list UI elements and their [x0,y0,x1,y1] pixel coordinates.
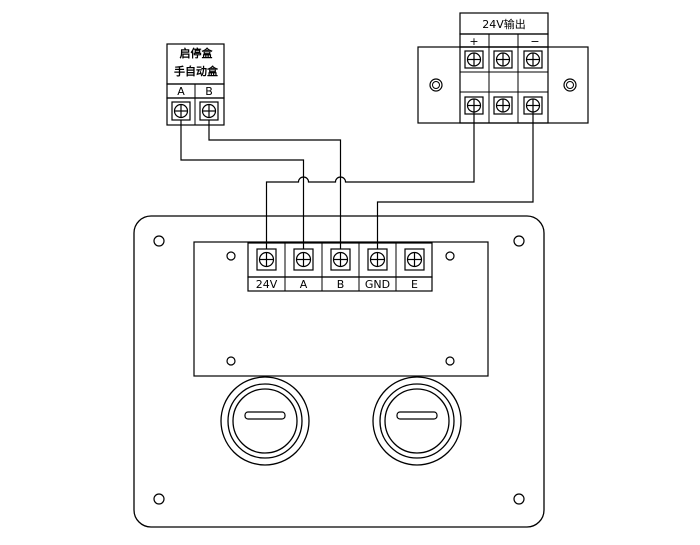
control-box-title-line1: 启停盒 [180,46,214,60]
terminal-label-b: B [337,278,345,291]
terminal-label-a: A [300,278,308,291]
terminal-gnd-screw-icon [367,248,388,271]
terminal-b-screw-icon [330,248,351,271]
panel-mount-hole-top-left-icon [153,235,165,247]
terminal-a-screw-icon [293,248,314,271]
power-supply-upper-screw-1-icon [464,50,484,69]
power-supply-lower-screw-middle-icon [493,96,513,115]
right-rotary-knob [372,376,462,466]
terminal-label-gnd: GND [365,278,390,291]
terminal-e-screw-icon [404,248,425,271]
control-box-terminal-label-a: A [177,85,185,98]
board-screw-top-left-icon [226,251,236,261]
control-box-terminal-b-screw-icon [199,101,219,121]
wire-24v [265,112,475,249]
control-box: 启停盒 手自动盒 A B [166,43,225,126]
left-rotary-knob [220,376,310,466]
control-box-terminal-a-screw-icon [171,101,191,121]
main-terminal-block: 24V A B GND E [247,242,433,292]
wire-a [180,120,305,249]
wires [180,112,534,249]
panel-mount-hole-bottom-right-icon [513,493,525,505]
panel-mount-hole-top-right-icon [513,235,525,247]
panel-mount-hole-bottom-left-icon [153,493,165,505]
power-supply-lower-screw-plus-icon [464,96,484,115]
wire-gnd [376,112,534,249]
board-screw-bottom-left-icon [226,356,236,366]
terminal-24v-screw-icon [256,248,277,271]
board-screw-bottom-right-icon [445,356,455,366]
control-box-terminal-label-b: B [205,85,213,98]
control-box-title-line2: 手自动盒 [174,64,219,78]
board-screw-top-right-icon [445,251,455,261]
wire-b [208,120,342,249]
power-supply: 24V输出 + − [417,12,589,124]
device-panel: 24V A B GND E [133,215,545,528]
power-supply-upper-screw-2-icon [493,50,513,69]
terminal-label-e: E [411,278,418,291]
power-supply-upper-screw-3-icon [523,50,543,69]
power-supply-left-mount-hole-icon [429,78,443,92]
power-supply-title: 24V输出 [482,17,526,31]
power-supply-plus-label: + [469,35,478,48]
power-supply-lower-screw-minus-icon [523,96,543,115]
terminal-label-24v: 24V [256,278,278,291]
power-supply-right-mount-hole-icon [563,78,577,92]
power-supply-minus-label: − [530,35,539,48]
device-panel-outline [133,215,545,528]
